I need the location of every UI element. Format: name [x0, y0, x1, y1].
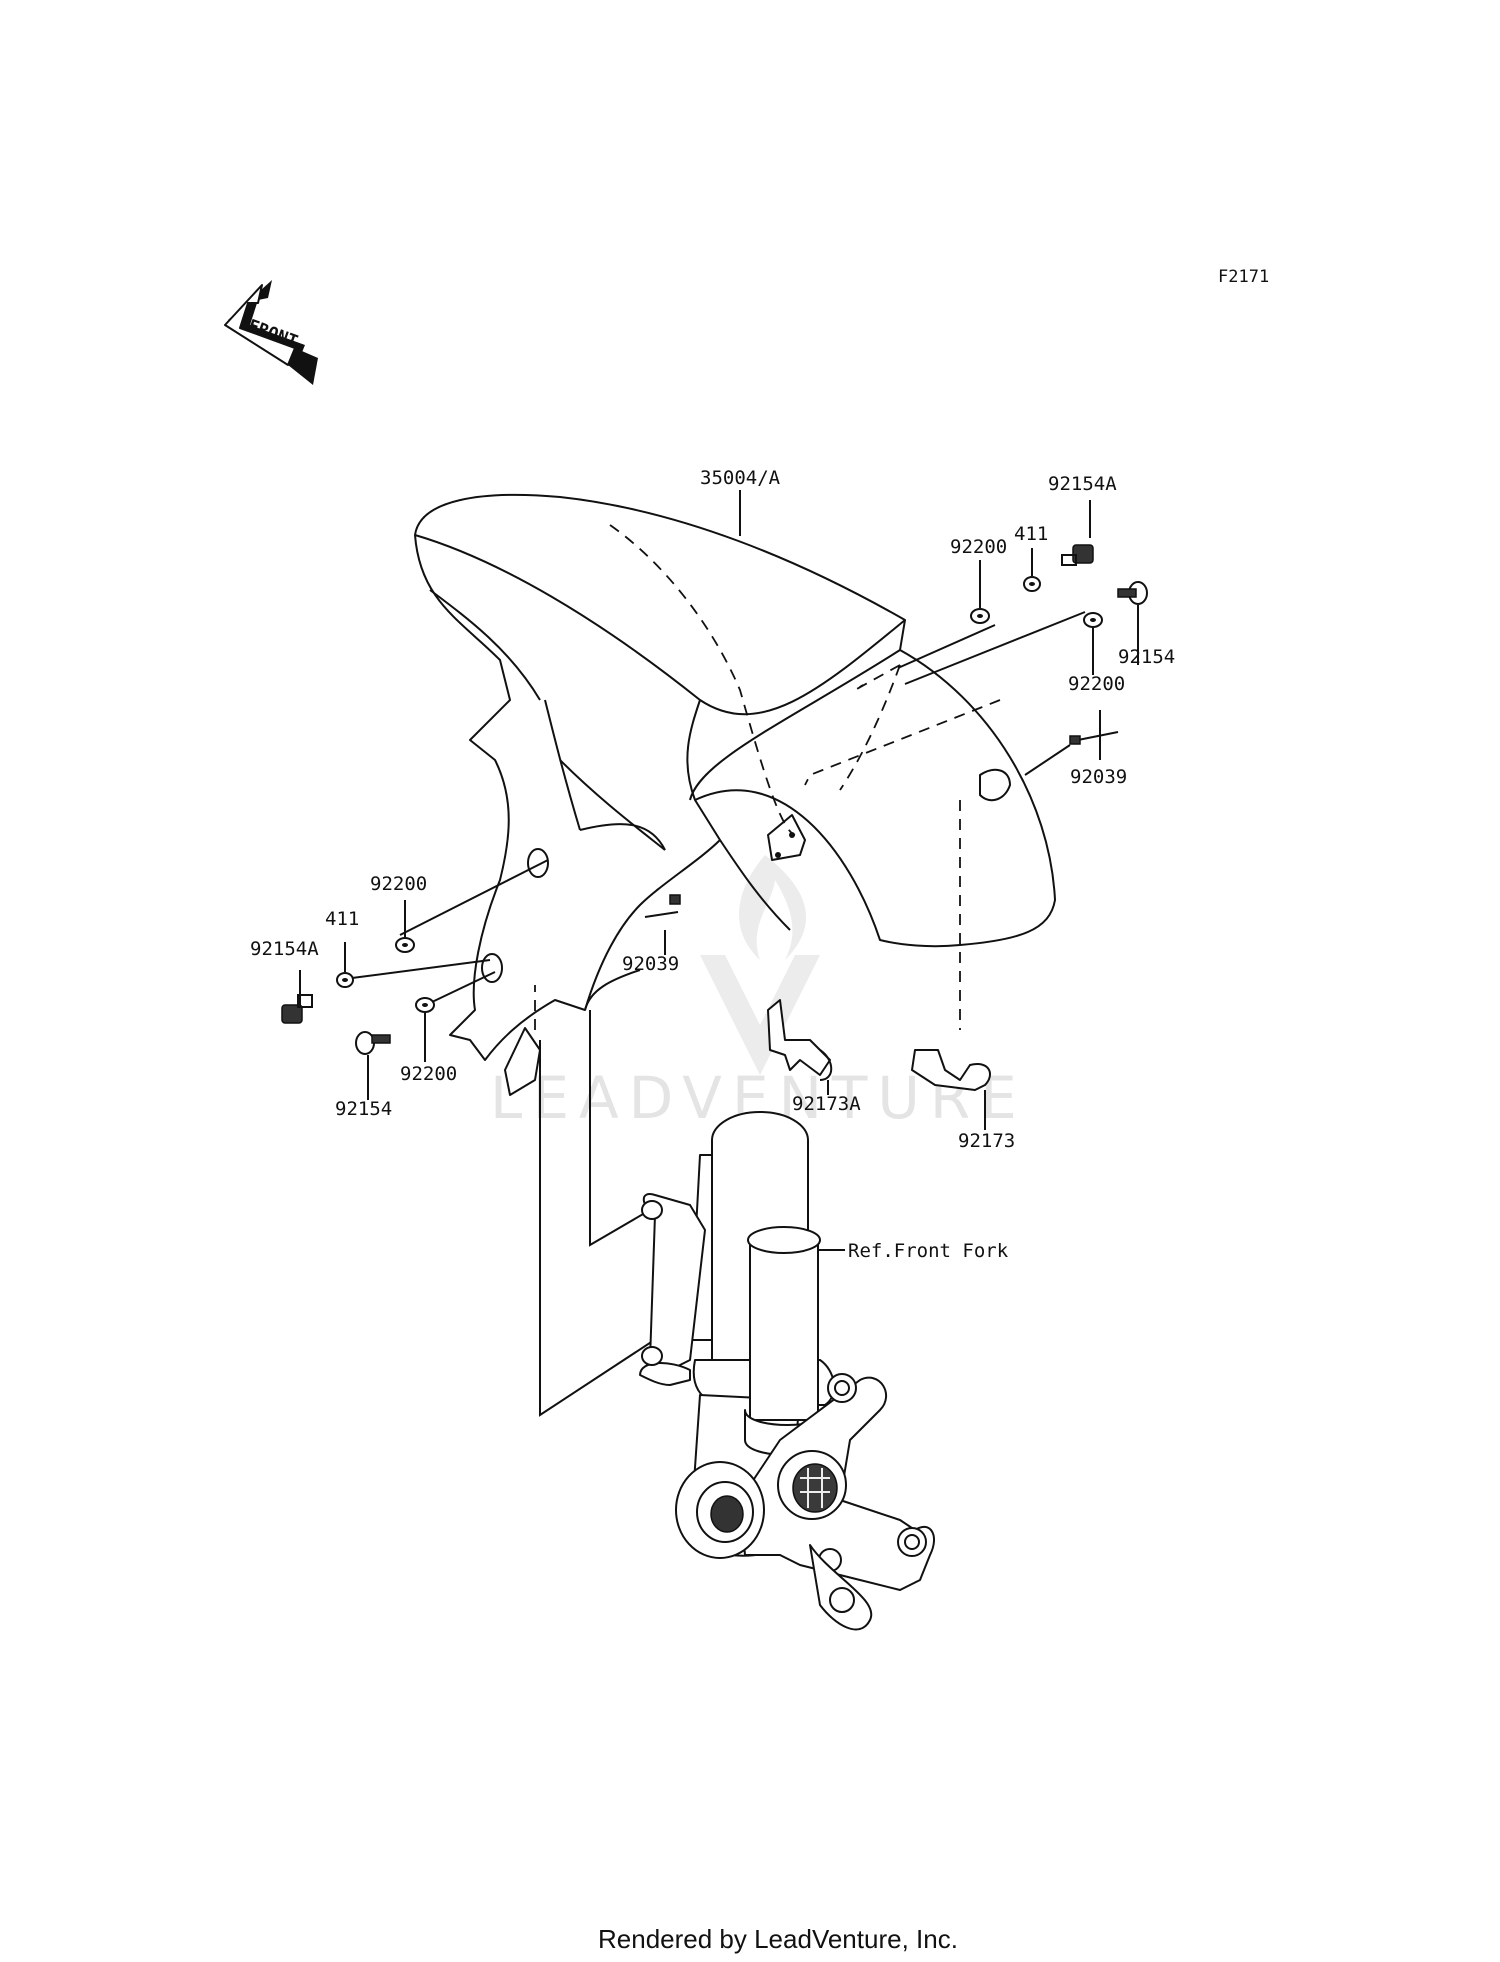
callout-ref-front-fork[interactable]: Ref.Front Fork: [848, 1240, 1009, 1262]
callout-92200-right-mid[interactable]: 92200: [1068, 673, 1125, 695]
front-fender: [414, 493, 1056, 1096]
callout-35004a[interactable]: 35004/A: [700, 467, 781, 489]
callout-92039-right[interactable]: 92039: [1070, 766, 1127, 788]
callout-92154-left[interactable]: 92154: [335, 1098, 392, 1120]
callout-92039-left[interactable]: 92039: [622, 953, 679, 975]
front-fork: [539, 1010, 935, 1631]
callout-411-left[interactable]: 411: [325, 908, 359, 930]
figure-id: F2171: [1218, 267, 1269, 287]
callout-92173a[interactable]: 92173A: [792, 1093, 861, 1115]
footer-credit: Rendered by LeadVenture, Inc.: [598, 1924, 958, 1954]
front-direction-arrow-icon: FRONT: [224, 280, 318, 385]
callout-labels: 35004/A 92154A 411 92200 92154 92200 920…: [250, 467, 1175, 1262]
callout-92154a-left[interactable]: 92154A: [250, 938, 319, 960]
callout-92154a-right[interactable]: 92154A: [1048, 473, 1117, 495]
callout-92200-right-top[interactable]: 92200: [950, 536, 1007, 558]
callout-92173[interactable]: 92173: [958, 1130, 1015, 1152]
callout-92154-right[interactable]: 92154: [1118, 646, 1175, 668]
fastener-hardware: [281, 544, 1148, 1091]
callout-92200-left-bottom[interactable]: 92200: [400, 1063, 457, 1085]
leader-lines: [299, 490, 1139, 1251]
callout-92200-left-top[interactable]: 92200: [370, 873, 427, 895]
callout-411-right[interactable]: 411: [1014, 523, 1048, 545]
